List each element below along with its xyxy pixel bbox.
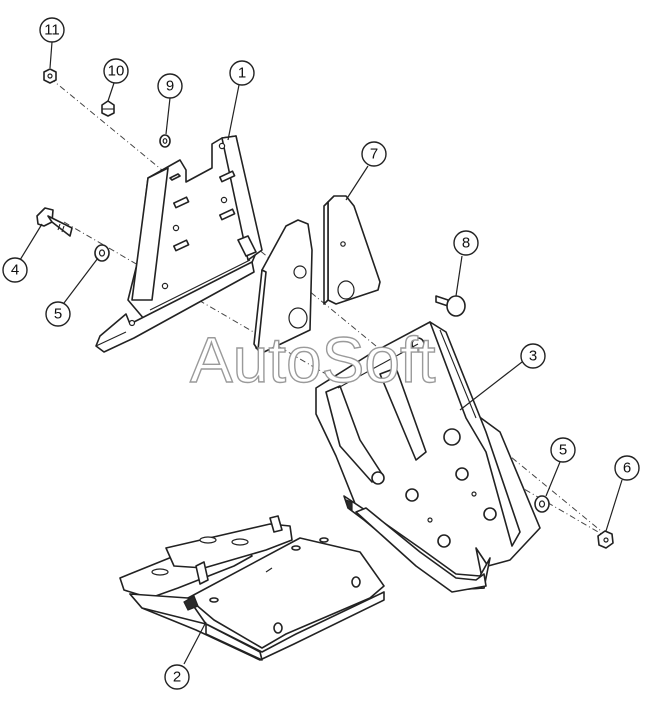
part-1-bracket (95, 135, 263, 353)
callout-3: 3 (520, 343, 546, 369)
callout-10-label: 10 (108, 63, 125, 80)
callout-7: 7 (361, 141, 387, 167)
callout-9-label: 9 (166, 78, 174, 95)
assembly-axes (49, 77, 613, 541)
callout-6: 6 (614, 455, 640, 481)
callout-4: 4 (2, 257, 28, 283)
callout-5-left: 5 (45, 301, 71, 327)
callout-1: 1 (229, 60, 255, 86)
callout-7-label: 7 (370, 146, 378, 163)
part-5-washer-left (94, 244, 110, 262)
part-4-bolt (36, 207, 73, 237)
part-5-washer-right (534, 495, 550, 513)
watermark-text: AutoSoft (190, 324, 436, 396)
callout-3-label: 3 (529, 348, 537, 365)
callout-8-label: 8 (462, 235, 470, 252)
part-10-lock-nut (101, 100, 115, 117)
callout-6-label: 6 (623, 460, 631, 477)
callout-2-label: 2 (173, 669, 181, 686)
callout-4-label: 4 (11, 262, 19, 279)
callout-5-right-label: 5 (559, 442, 567, 459)
leader-lines (19, 41, 623, 665)
part-6-nut (597, 530, 614, 549)
callout-5-right: 5 (550, 437, 576, 463)
callout-8: 8 (453, 230, 479, 256)
part-2-lower-mount (119, 515, 385, 661)
callout-2: 2 (164, 664, 190, 690)
part-3-base-assembly (315, 321, 541, 593)
part-7-plate (323, 195, 381, 305)
callout-9: 9 (157, 73, 183, 99)
callout-11-label: 11 (44, 22, 60, 39)
callout-10: 10 (103, 58, 129, 84)
callout-5-left-label: 5 (54, 306, 62, 323)
part-8-pin (435, 295, 466, 317)
callout-11: 11 (39, 17, 65, 43)
part-11-nut (43, 68, 57, 84)
part-9-washer (159, 134, 171, 148)
upper-assembly-axis (49, 77, 613, 541)
spacer-plate (253, 219, 313, 353)
callout-1-label: 1 (238, 65, 246, 82)
